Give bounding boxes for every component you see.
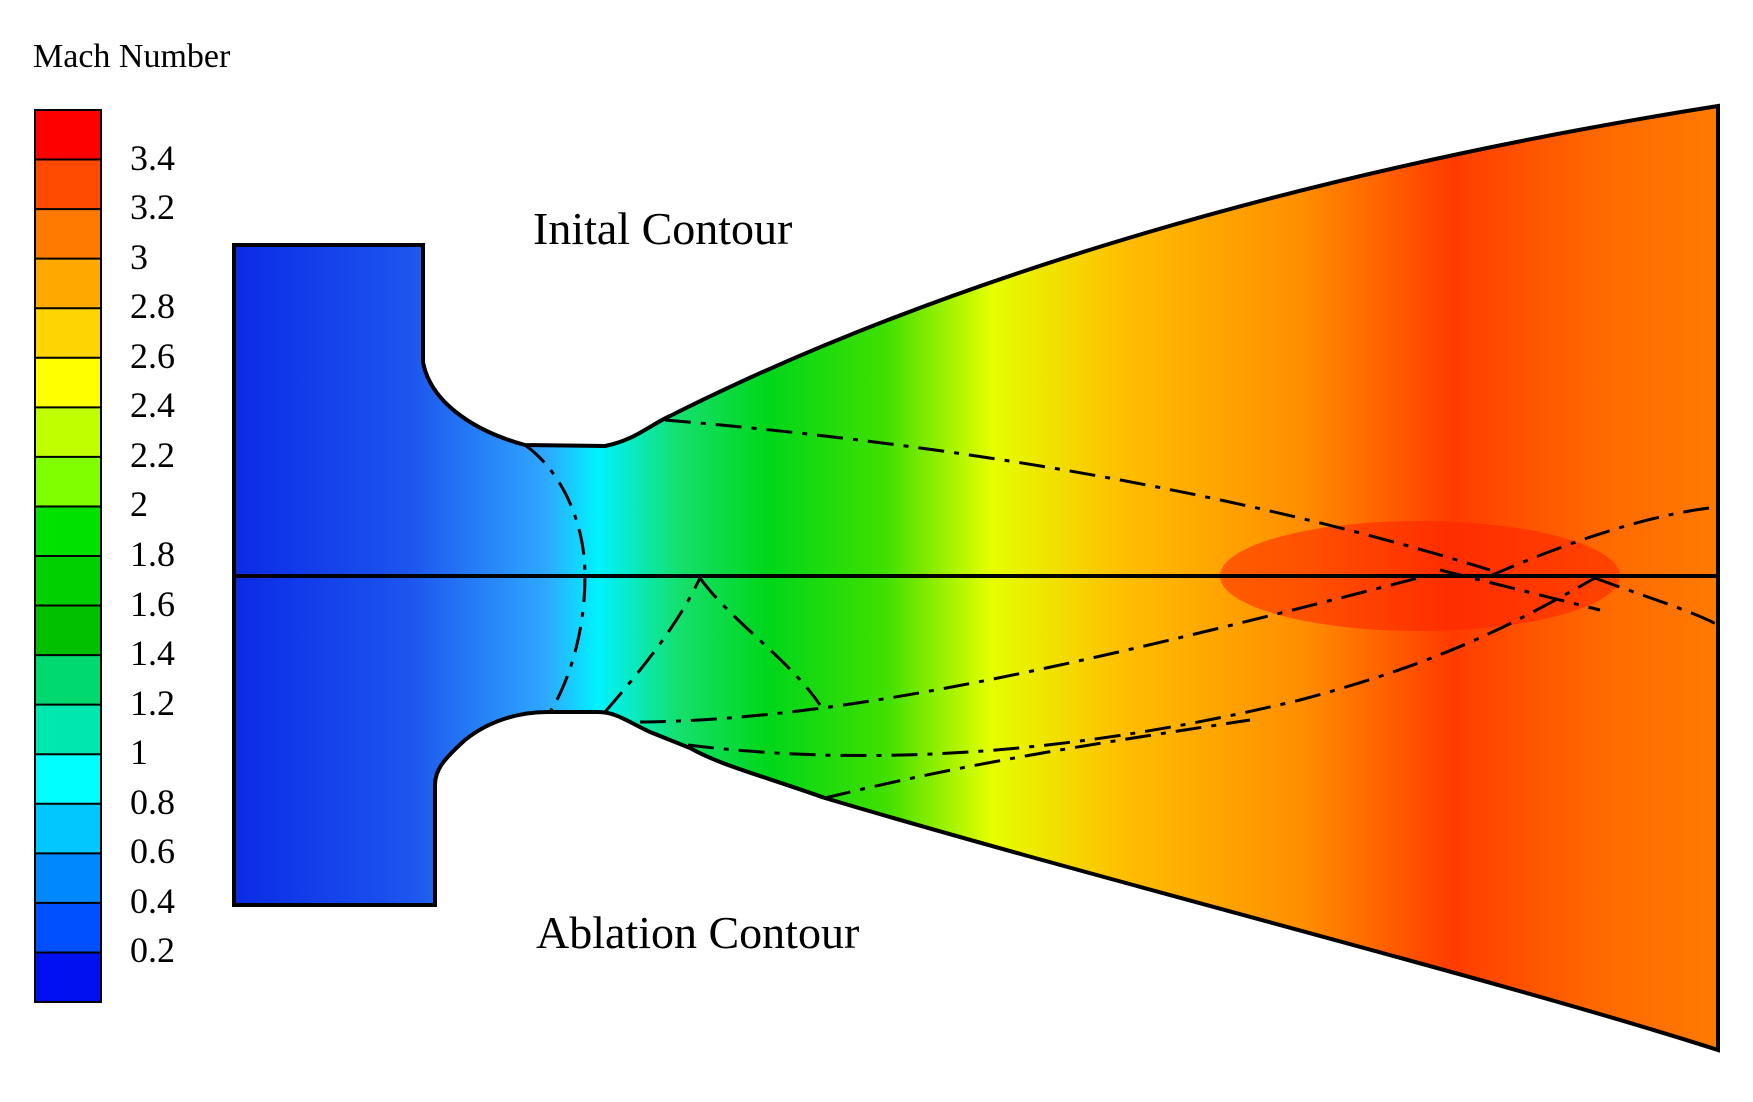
colorbar-tick-label: 2.6 [130,335,175,376]
colorbar-band [35,605,101,656]
colorbar-tick-label: 1 [130,732,148,773]
colorbar-tick-label: 1.8 [130,534,175,574]
sonic-line-lower [548,575,587,713]
colorbar-band [35,556,101,607]
sonic-line-upper [524,443,587,577]
colorbar-tick-label: 1.4 [130,633,175,674]
colorbar-band [35,110,101,161]
initial-contour-label: Inital Contour [533,203,793,254]
colorbar-band [35,853,101,904]
shock-lines [524,418,1719,800]
shock-tail [1594,576,1719,627]
colorbar-band [35,803,101,854]
legend-title: Mach Number [33,38,231,75]
shock-lower-1 [639,573,1431,724]
colorbar-band [35,308,101,359]
colorbar-border [34,109,102,1003]
ablation-contour-flow-field [232,574,1720,1053]
colorbar-tick-label: 0.6 [130,831,175,872]
colorbar-tick-label: 3.4 [130,137,175,178]
colorbar-band [35,952,101,1003]
initial-contour-flow-field [232,103,1720,578]
colorbar-band [35,902,101,953]
colorbar-band [35,506,101,557]
colorbar-tick-label: 2.8 [130,286,175,327]
ablation-contour-label: Ablation Contour [536,907,860,958]
colorbar-band [35,456,101,507]
colorbar-tick-label: 2 [130,484,148,525]
colorbar-band [35,704,101,755]
colorbar-band [35,407,101,458]
colorbar-tick-label: 3.2 [130,187,175,228]
shock-upper [664,418,1491,572]
shock-lower-3 [824,718,1251,800]
shock-lower-4 [603,577,702,713]
colorbar-band [35,754,101,805]
colorbar-band [35,159,101,210]
shock-after-crossing [1439,568,1601,612]
colorbar-tick-label: 2.2 [130,434,175,475]
colorbar-tick-label: 2.4 [130,385,175,426]
colorbar-band [35,357,101,408]
colorbar-tick-label: 0.8 [130,781,175,822]
shock-lower-2 [687,576,1596,758]
colorbar [34,109,102,1003]
colorbar-tick-label: 1.2 [130,682,175,723]
colorbar-band [35,655,101,706]
colorbar-tick-label: 3 [130,236,148,277]
shock-reflection-upper [1489,505,1719,578]
colorbar-tick-label: 0.2 [130,930,175,971]
colorbar-tick-label: 0.4 [130,880,175,921]
colorbar-tick-label: 1.6 [130,583,175,624]
shock-lower-5 [698,577,822,706]
colorbar-band [35,258,101,309]
colorbar-band [35,209,101,260]
